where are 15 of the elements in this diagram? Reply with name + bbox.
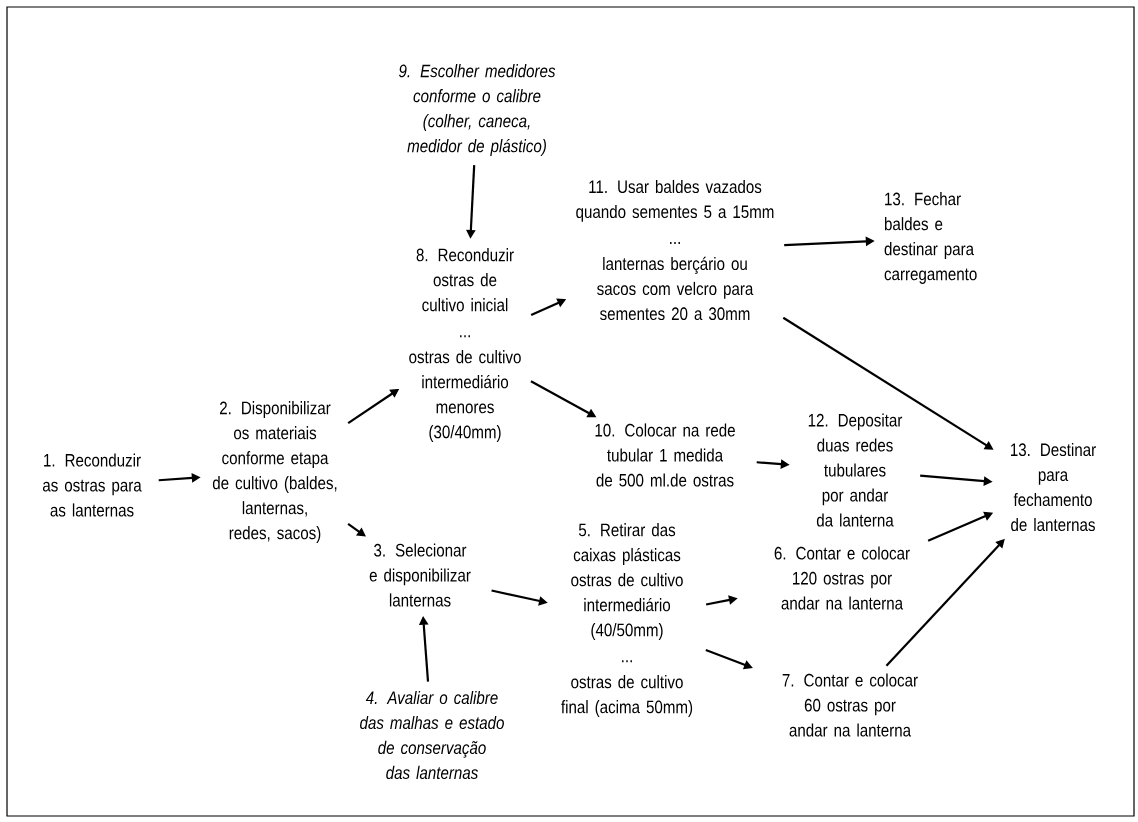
step-text: 11. Usar baldes vazados quando sementes 5 a 15mm ... lanternas berçário ou sacos com velcro para sementes 20 a 30mm xyxy=(576,179,774,321)
step-text: 9. Escolher medidores conforme o calibre (colher, caneca, medidor de plástico) xyxy=(399,64,556,156)
step-text: 13. Fechar baldes e destinar para carregamento xyxy=(884,192,977,284)
step-text: 13. Destinar para fechamento de lanternas xyxy=(1011,442,1096,532)
step-text: 8. Reconduzir ostras de cultivo inicial ... ostras de cultivo intermediário menores (30/40mm) xyxy=(409,248,521,442)
step-text: 1. Reconduzir as ostras para as lanternas xyxy=(42,453,142,517)
arrow xyxy=(347,522,366,537)
step-text: 5. Retirar das caixas plásticas ostras de cultivo intermediário (40/50mm) ... ostras de cultivo final (acima 50mm) xyxy=(561,523,693,717)
step-text: 12. Depositar duas redes tubulares por andar da lanterna xyxy=(808,413,903,527)
step-text: 7. Contar e colocar 60 ostras por andar na lanterna xyxy=(782,673,918,737)
step-text: 3. Selecionar e disponibilizar lanternas xyxy=(369,543,471,607)
step-text: 6. Contar e colocar 120 ostras por andar na lanterna xyxy=(774,546,910,610)
step-text: 2. Disponibilizar os materiais conforme etapa de cultivo (baldes, lanternas, redes, sacos) xyxy=(212,401,337,543)
step-text: 4. Avaliar o calibre das malhas e estado de conservação das lanternas xyxy=(360,690,504,780)
step-text: 10. Colocar na rede tubular 1 medida de 500 ml.de ostras xyxy=(595,423,735,487)
